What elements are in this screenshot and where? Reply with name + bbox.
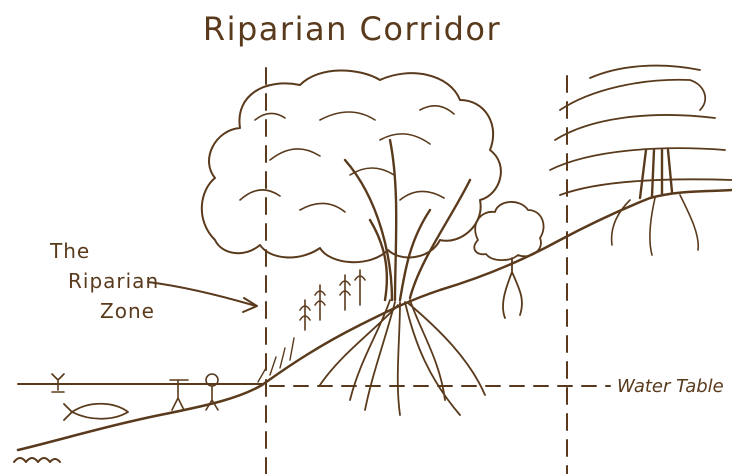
large-tree-canopy (200, 69, 502, 264)
svg-text:Zone: Zone (100, 299, 155, 323)
insect-3-body (205, 385, 219, 411)
zone-boundary-lines (265, 67, 568, 474)
conifer-trunk (638, 148, 674, 200)
riparian-zone-label: The Riparian Zone (49, 239, 159, 323)
riparian-zone-arrow (147, 281, 258, 313)
water-table-label: Water Table (617, 376, 724, 397)
diagram-title: Riparian Corridor (203, 10, 501, 48)
fish (63, 402, 129, 421)
water-table-line (17, 383, 611, 387)
ground-profile (16, 188, 732, 452)
conifer-tree (549, 64, 732, 256)
svg-text:Riparian: Riparian (68, 269, 159, 293)
large-tree (200, 69, 502, 416)
insect-2 (169, 379, 189, 411)
small-tree (473, 201, 545, 319)
insect-1 (51, 373, 65, 393)
svg-text:The: The (49, 239, 90, 263)
stream-bed-rocks (13, 457, 61, 463)
riparian-shrubs (257, 269, 366, 383)
aquatic-organisms (51, 373, 219, 421)
large-tree-roots (319, 299, 486, 416)
large-tree-trunk (343, 138, 472, 302)
